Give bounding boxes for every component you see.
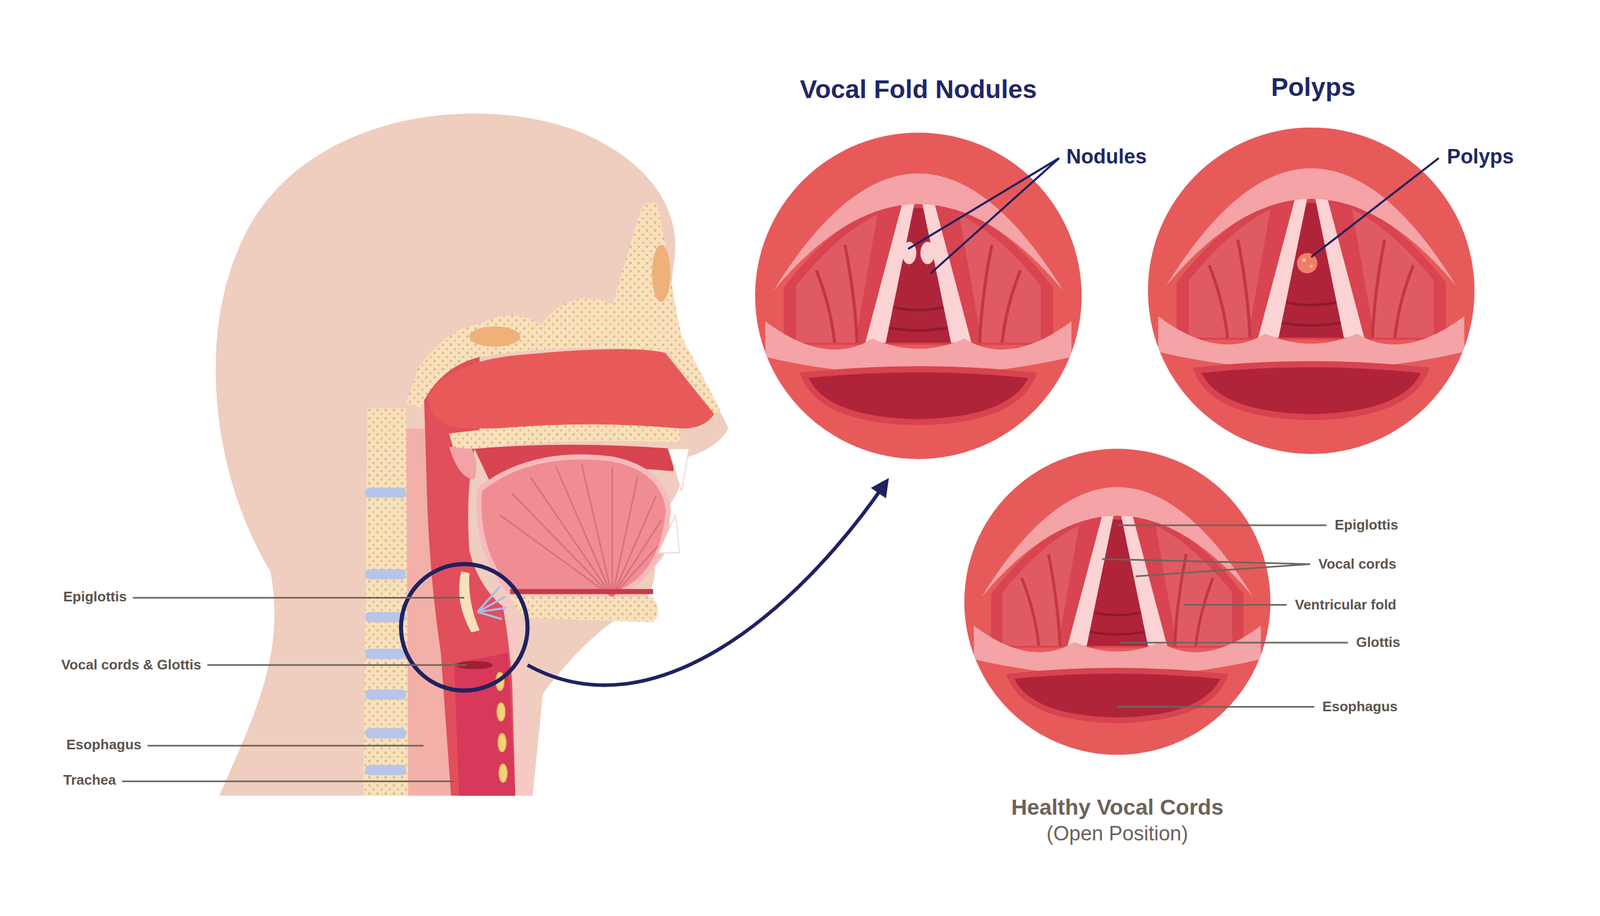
inset-view: Healthy Vocal Cords(Open Position) [933, 448, 1301, 847]
leader-line [1117, 524, 1327, 527]
callout-label: Polyps [1447, 144, 1515, 170]
spinal-disc [365, 569, 406, 580]
part-label: Esophagus [66, 736, 142, 754]
tooth [668, 448, 690, 492]
view-title: Healthy Vocal Cords [1011, 794, 1224, 822]
tongue [478, 457, 669, 592]
nasal-cavity [428, 349, 715, 429]
view-subtitle: (Open Position) [1046, 821, 1189, 848]
leader-line [1101, 559, 1310, 577]
nodule [920, 241, 936, 265]
mouth-floor [510, 589, 654, 595]
sinus [469, 326, 521, 347]
mandible [510, 596, 659, 623]
healthy-view [964, 448, 1271, 755]
leader-line [1117, 706, 1315, 708]
inset-view: Polyps [1089, 71, 1538, 457]
nodules-view [754, 132, 1082, 459]
trachea-ring [498, 733, 507, 752]
part-label: Epiglottis [63, 588, 127, 606]
leader-line [207, 664, 468, 666]
tooth [657, 515, 680, 553]
head-profile [215, 113, 729, 797]
trachea-ring [499, 764, 508, 783]
part-label: Glottis [1356, 634, 1400, 651]
inset-view: Vocal Fold Nodules [693, 73, 1143, 462]
spinal-disc [365, 487, 406, 499]
polyp-spot [1309, 264, 1313, 269]
part-label: Vocal cords & Glottis [61, 656, 202, 674]
leader-line [1183, 604, 1287, 606]
part-label: Esophagus [1322, 698, 1398, 716]
spinal-disc [365, 689, 406, 700]
spine [363, 408, 409, 796]
trachea-ring [497, 702, 506, 722]
epiglottis [458, 571, 480, 633]
callout-label: Nodules [1066, 144, 1147, 170]
spinal-disc [365, 648, 406, 659]
part-label: Vocal cords [1318, 556, 1397, 573]
soft-palate [448, 447, 477, 480]
epiglottis-fan [477, 586, 507, 620]
spinal-disc [365, 765, 406, 776]
leader-line [132, 597, 465, 599]
leader-line [147, 745, 424, 747]
spinal-disc [365, 728, 406, 739]
leader-line [1310, 158, 1439, 258]
magnifier-circle [401, 564, 528, 691]
view-title: Polyps [1271, 71, 1356, 104]
leader-line [1120, 641, 1348, 644]
sinus [652, 245, 671, 303]
polyps-view [1147, 127, 1475, 455]
part-label: Trachea [63, 772, 116, 789]
part-label: Epiglottis [1334, 516, 1398, 534]
view-title: Vocal Fold Nodules [800, 73, 1037, 106]
leader-line [908, 158, 1060, 274]
polyp [1297, 253, 1318, 274]
polyp-spot [1301, 258, 1307, 263]
zoom-arrow [527, 485, 884, 686]
part-label: Ventricular fold [1294, 596, 1397, 614]
tongue-muscle [500, 464, 662, 597]
leader-line [122, 780, 455, 783]
